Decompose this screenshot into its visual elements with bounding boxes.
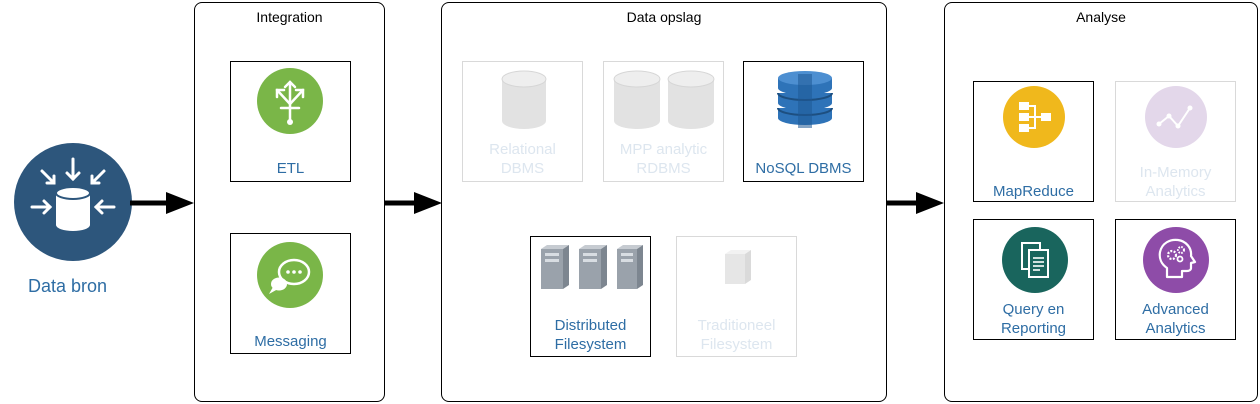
documents-icon xyxy=(1002,227,1068,293)
integration-title: Integration xyxy=(256,9,323,25)
mapreduce-flow-icon xyxy=(1003,86,1065,148)
messaging-card: Messaging xyxy=(230,233,351,354)
distributed-filesystem-label: Distributed Filesystem xyxy=(554,317,627,353)
in-memory-analytics-card: In-Memory Analytics xyxy=(1115,81,1236,202)
distributed-filesystem-card: Distributed Filesystem xyxy=(530,236,651,357)
mpp-rdbms-card: MPP analytic RDBMS xyxy=(603,61,724,182)
analysis-panel: Analyse MapReduce In-Memory Analytics xyxy=(944,2,1258,402)
in-memory-analytics-label: In-Memory Analytics xyxy=(1139,164,1212,200)
mapreduce-label: MapReduce xyxy=(993,183,1074,200)
mapreduce-card: MapReduce xyxy=(973,81,1094,202)
etl-card: ETL xyxy=(230,61,351,182)
storage-panel: Data opslag Relational DBMS MPP analytic… xyxy=(441,2,887,402)
storage-title: Data opslag xyxy=(626,9,702,25)
database-cylinder-icon xyxy=(501,70,547,129)
advanced-analytics-card: Advanced Analytics xyxy=(1115,219,1236,340)
database-inputs-icon xyxy=(14,143,132,261)
arrow-integration-to-storage xyxy=(381,192,442,214)
single-server-icon xyxy=(725,250,751,284)
relational-dbms-card: Relational DBMS xyxy=(462,61,583,182)
dynamodb-stack-icon xyxy=(777,71,833,128)
nosql-dbms-label: NoSQL DBMS xyxy=(755,160,852,177)
double-database-icon xyxy=(613,70,715,129)
data-source-node xyxy=(14,143,132,261)
mpp-rdbms-label: MPP analytic RDBMS xyxy=(619,141,708,177)
arrow-source-to-integration xyxy=(130,192,194,214)
etl-label: ETL xyxy=(276,160,305,177)
data-source-label: Data bron xyxy=(28,276,108,296)
arrow-storage-to-analysis xyxy=(883,192,944,214)
chat-bubbles-icon xyxy=(257,242,323,308)
query-reporting-label: Query en Reporting xyxy=(1000,301,1067,337)
etl-split-arrow-icon xyxy=(257,68,323,134)
analysis-title: Analyse xyxy=(1076,9,1126,25)
traditional-filesystem-label: Traditioneel Filesystem xyxy=(697,317,776,353)
integration-panel: Integration ETL Messaging xyxy=(194,2,385,402)
line-graph-icon xyxy=(1145,86,1207,148)
query-reporting-card: Query en Reporting xyxy=(973,219,1094,340)
server-rack-icon xyxy=(541,245,643,289)
relational-dbms-label: Relational DBMS xyxy=(489,141,556,177)
head-gears-icon xyxy=(1143,227,1209,293)
advanced-analytics-label: Advanced Analytics xyxy=(1142,301,1209,337)
nosql-dbms-card: NoSQL DBMS xyxy=(743,61,864,182)
traditional-filesystem-card: Traditioneel Filesystem xyxy=(676,236,797,357)
messaging-label: Messaging xyxy=(254,333,327,350)
